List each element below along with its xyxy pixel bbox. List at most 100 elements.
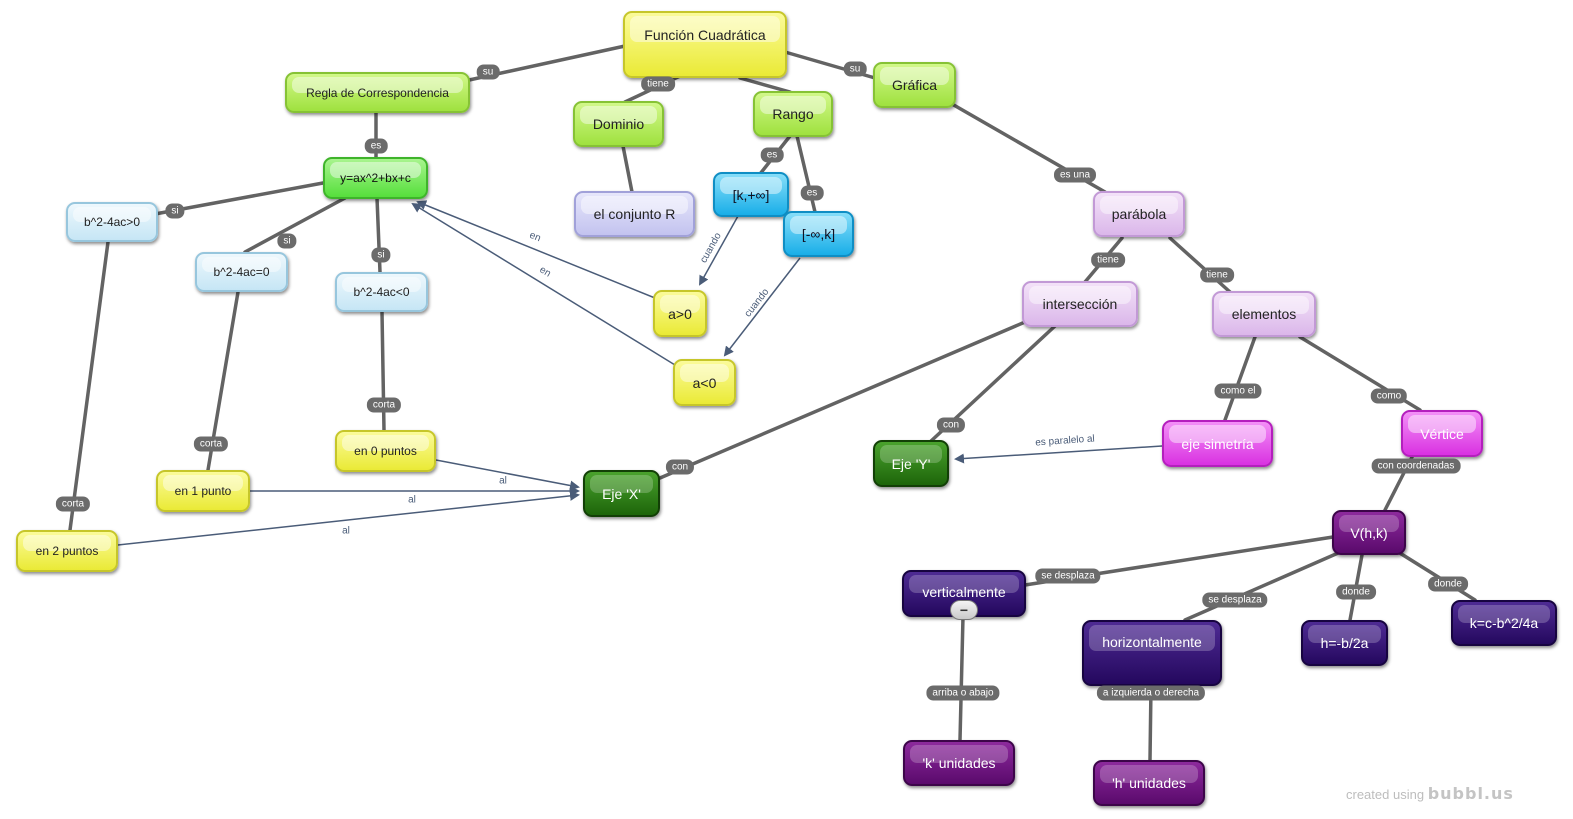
node-label: [-∞,k] bbox=[801, 226, 836, 242]
edge-rango-inf-k bbox=[795, 134, 817, 214]
node-label: b^2-4ac>0 bbox=[83, 215, 140, 229]
node-label: b^2-4ac=0 bbox=[213, 265, 270, 279]
node-eje-y[interactable]: Eje 'Y' bbox=[873, 440, 949, 487]
node-label: el conjunto R bbox=[593, 206, 676, 222]
node-grafica[interactable]: Gráfica bbox=[873, 62, 956, 108]
edge-parabola-elementos bbox=[1168, 236, 1232, 294]
footer-created-text: created using bbox=[1346, 787, 1425, 802]
link-label: a izquierda o derecha bbox=[1096, 685, 1206, 701]
node-label: b^2-4ac<0 bbox=[353, 285, 410, 299]
node-label: Eje 'Y' bbox=[891, 455, 931, 472]
node-ecuacion[interactable]: y=ax^2+bx+c bbox=[323, 157, 428, 199]
edge-dominio-conjunto bbox=[621, 144, 634, 194]
link-label: se desplaza bbox=[1035, 568, 1101, 584]
edge-disc-pos-en2 bbox=[68, 240, 110, 532]
node-h-unidades[interactable]: 'h' unidades bbox=[1093, 760, 1205, 806]
node-label: en 0 puntos bbox=[354, 444, 417, 458]
arrow-label: al bbox=[499, 475, 507, 487]
node-vhk[interactable]: V(h,k) bbox=[1332, 510, 1406, 555]
node-eje-x[interactable]: Eje 'X' bbox=[583, 470, 660, 517]
node-h-formula[interactable]: h=-b/2a bbox=[1301, 620, 1388, 666]
node-label: y=ax^2+bx+c bbox=[340, 171, 411, 185]
node-en-1-punto[interactable]: en 1 punto bbox=[156, 470, 250, 512]
footer-credit: created using bubbl.us bbox=[1346, 784, 1514, 803]
node-eje-simetria[interactable]: eje simetría bbox=[1162, 420, 1273, 467]
link-label: arriba o abajo bbox=[926, 685, 1000, 701]
node-k-formula[interactable]: k=c-b^2/4a bbox=[1451, 600, 1557, 646]
node-label: [k,+∞] bbox=[732, 186, 770, 203]
arrow-en0-eje-x bbox=[435, 459, 580, 491]
link-label: si bbox=[371, 247, 391, 263]
node-regla-correspondencia[interactable]: Regla de Correspondencia bbox=[285, 72, 470, 113]
link-label: se desplaza bbox=[1202, 592, 1268, 608]
link-label: donde bbox=[1336, 584, 1376, 600]
node-label: h=-b/2a bbox=[1320, 635, 1369, 651]
arrow-simetria-eje-y bbox=[954, 445, 1163, 464]
node-vertice[interactable]: Vértice bbox=[1401, 410, 1483, 457]
link-label: es bbox=[364, 138, 388, 154]
node-label: Rango bbox=[772, 106, 814, 122]
link-label: donde bbox=[1428, 576, 1468, 592]
node-label: 'k' unidades bbox=[922, 755, 996, 771]
node-a-positivo[interactable]: a>0 bbox=[653, 290, 707, 337]
node-label: en 2 puntos bbox=[35, 544, 99, 558]
arrow-label: al bbox=[408, 494, 416, 506]
node-discriminante-negativo[interactable]: b^2-4ac<0 bbox=[335, 272, 428, 312]
link-label: con bbox=[936, 417, 966, 433]
arrow-label: al bbox=[342, 525, 350, 537]
node-label: horizontalmente bbox=[1102, 634, 1202, 650]
node-elementos[interactable]: elementos bbox=[1212, 291, 1316, 337]
link-label: si bbox=[277, 233, 297, 249]
edge-interseccion-eje-x bbox=[658, 320, 1027, 480]
node-conjunto-r[interactable]: el conjunto R bbox=[574, 191, 695, 237]
node-discriminante-positivo[interactable]: b^2-4ac>0 bbox=[66, 202, 158, 242]
node-infinito-k[interactable]: [-∞,k] bbox=[783, 211, 854, 257]
link-label: es una bbox=[1053, 167, 1097, 183]
arrow-k-inf-a-pos bbox=[699, 215, 739, 286]
link-label: corta bbox=[193, 436, 229, 452]
node-label: Regla de Correspondencia bbox=[306, 85, 449, 100]
arrow-a-neg-ecuacion bbox=[411, 202, 676, 366]
brand-logo[interactable]: bubbl.us bbox=[1427, 784, 1514, 803]
node-label: Gráfica bbox=[891, 77, 938, 93]
node-k-unidades[interactable]: 'k' unidades bbox=[903, 740, 1015, 786]
link-label: con bbox=[665, 459, 695, 475]
node-dominio[interactable]: Dominio bbox=[573, 101, 664, 147]
node-label: Vértice bbox=[1420, 425, 1464, 442]
link-label: como el bbox=[1214, 383, 1262, 399]
node-discriminante-cero[interactable]: b^2-4ac=0 bbox=[195, 252, 288, 292]
link-label: tiene bbox=[641, 76, 675, 92]
node-label: intersección bbox=[1042, 296, 1118, 312]
node-label: V(h,k) bbox=[1350, 524, 1388, 541]
node-horizontalmente[interactable]: horizontalmente bbox=[1082, 620, 1222, 686]
node-rango[interactable]: Rango bbox=[753, 91, 833, 137]
node-parabola[interactable]: parábola bbox=[1093, 191, 1185, 237]
link-label: corta bbox=[55, 496, 91, 512]
collapse-toggle-icon[interactable]: − bbox=[950, 600, 978, 620]
link-label: tiene bbox=[1200, 267, 1234, 283]
link-label: su bbox=[476, 64, 500, 80]
node-k-infinito[interactable]: [k,+∞] bbox=[713, 172, 789, 217]
node-label: verticalmente bbox=[922, 584, 1006, 600]
arrow-en2-eje-x bbox=[117, 490, 580, 546]
edge-vertical-k-unidades bbox=[958, 615, 965, 742]
node-label: Eje 'X' bbox=[602, 485, 641, 502]
arrow-inf-k-a-neg bbox=[723, 257, 801, 357]
node-label: Dominio bbox=[592, 116, 645, 132]
node-label: a>0 bbox=[668, 305, 692, 322]
node-label: a<0 bbox=[692, 374, 717, 391]
link-label: como bbox=[1370, 388, 1408, 404]
edge-vhk-k bbox=[1393, 548, 1477, 602]
link-label: tiene bbox=[1091, 252, 1125, 268]
node-label: parábola bbox=[1111, 206, 1167, 222]
node-label: elementos bbox=[1231, 306, 1297, 322]
node-en-0-puntos[interactable]: en 0 puntos bbox=[335, 430, 436, 472]
node-interseccion[interactable]: intersección bbox=[1022, 281, 1138, 327]
link-label: es bbox=[800, 185, 824, 201]
node-label: Función Cuadrática bbox=[644, 27, 766, 43]
node-en-2-puntos[interactable]: en 2 puntos bbox=[16, 530, 118, 572]
link-label: su bbox=[843, 61, 867, 77]
node-a-negativo[interactable]: a<0 bbox=[673, 359, 736, 406]
link-label: es bbox=[760, 147, 784, 163]
node-funcion-cuadratica[interactable]: Función Cuadrática bbox=[623, 11, 787, 78]
